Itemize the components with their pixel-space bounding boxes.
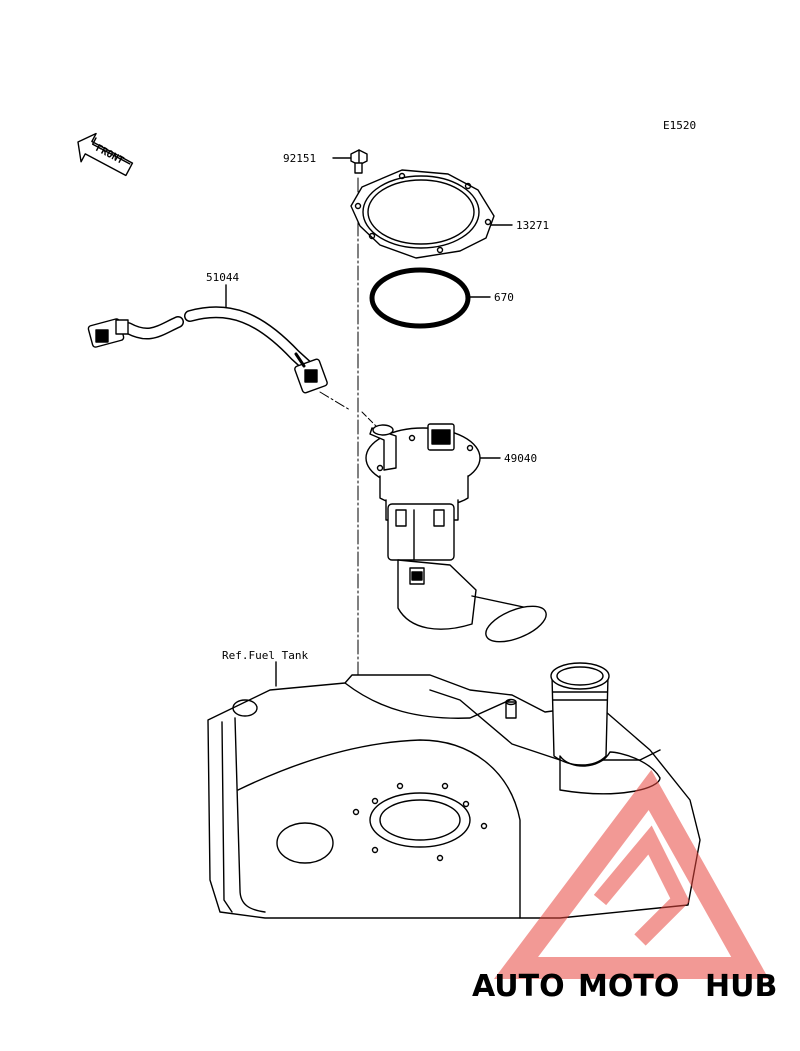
diagram-code: E1520 (663, 119, 696, 132)
label-oring: 670 (494, 291, 514, 304)
label-hose: 51044 (206, 271, 239, 284)
watermark-logo (493, 769, 769, 979)
label-pump: 49040 (504, 452, 537, 465)
watermark-auto: AUTO (472, 969, 565, 1004)
oring-670 (369, 267, 471, 329)
hose-51044 (87, 306, 328, 394)
label-tank-ref: Ref.Fuel Tank (222, 649, 308, 662)
gasket-13271 (350, 169, 495, 259)
bolt-92151 (350, 149, 368, 174)
label-gasket: 13271 (516, 219, 549, 232)
watermark-moto: MOTO (578, 969, 679, 1004)
front-arrow (77, 132, 134, 177)
fuel-pump-49040 (365, 423, 547, 643)
label-bolt: 92151 (283, 152, 316, 165)
fuel-tank (207, 662, 701, 919)
watermark-hub: HUB (705, 969, 777, 1004)
